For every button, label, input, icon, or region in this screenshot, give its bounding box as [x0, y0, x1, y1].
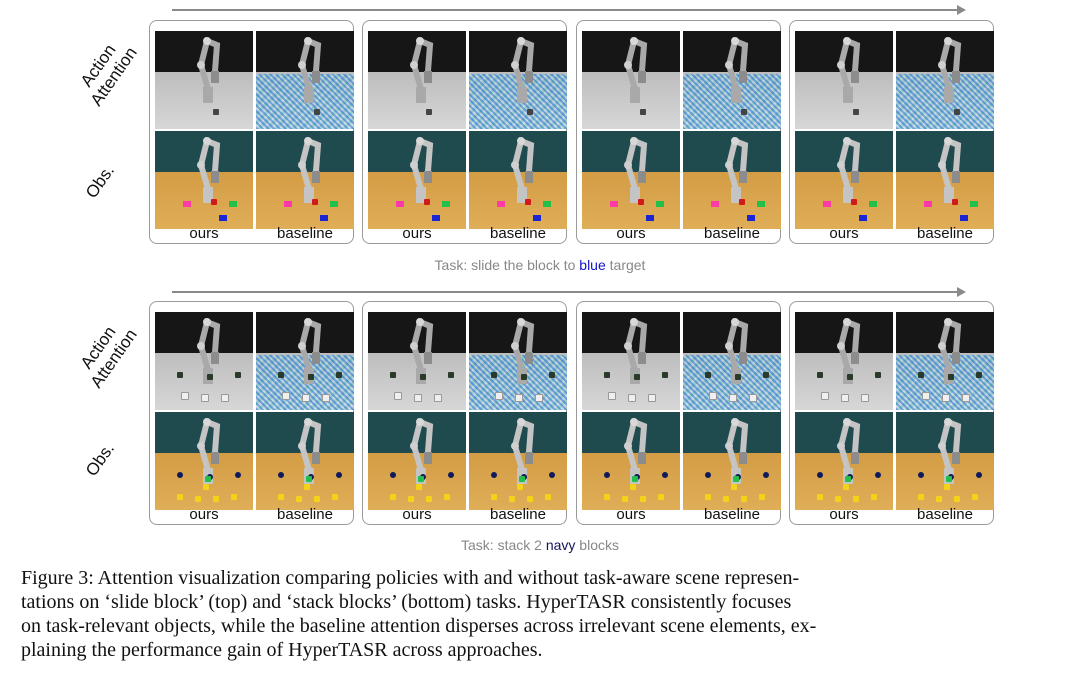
baseline-attention-image	[683, 31, 781, 129]
ours-observation-image	[155, 131, 253, 229]
frame-group: ours baseline	[789, 20, 994, 244]
caption-line: plaining the performance gain of HyperTA…	[21, 639, 543, 661]
baseline-caption: baseline	[704, 225, 760, 242]
baseline-observation-image	[469, 412, 567, 510]
ours-observation-image	[368, 412, 466, 510]
ours-attention-image	[582, 31, 680, 129]
baseline-caption: baseline	[277, 506, 333, 523]
ours-observation-image	[795, 131, 893, 229]
ours-caption: ours	[189, 506, 219, 523]
task-label-top: Task: slide the block to blue target	[434, 257, 646, 273]
ours-attention-image	[795, 31, 893, 129]
ours-caption: ours	[616, 506, 646, 523]
time-arrow-top	[172, 5, 966, 15]
baseline-caption: baseline	[490, 506, 546, 523]
baseline-attention-image	[896, 31, 994, 129]
baseline-observation-image	[683, 412, 781, 510]
baseline-attention-image	[256, 31, 354, 129]
baseline-attention-image	[469, 312, 567, 410]
baseline-observation-image	[896, 131, 994, 229]
ours-caption: ours	[616, 225, 646, 242]
row-label-action-attention-bottom: Action Attention	[76, 322, 141, 392]
figure-caption: Figure 3: Attention visualization compar…	[21, 566, 1061, 662]
ours-caption: ours	[829, 225, 859, 242]
ours-caption: ours	[402, 506, 432, 523]
ours-observation-image	[795, 412, 893, 510]
ours-attention-image	[795, 312, 893, 410]
baseline-observation-image	[256, 131, 354, 229]
ours-observation-image	[368, 131, 466, 229]
row-label-obs-top: Obs.	[81, 161, 119, 202]
ours-caption: ours	[829, 506, 859, 523]
ours-attention-image	[155, 312, 253, 410]
caption-line: tations on ‘slide block’ (top) and ‘stac…	[21, 591, 792, 613]
frame-group: ours baseline	[576, 20, 781, 244]
baseline-caption: baseline	[490, 225, 546, 242]
baseline-caption: baseline	[917, 225, 973, 242]
ours-attention-image	[582, 312, 680, 410]
baseline-observation-image	[256, 412, 354, 510]
frame-group: ours baseline	[149, 20, 354, 244]
frame-group: ours baseline	[362, 20, 567, 244]
baseline-attention-image	[683, 312, 781, 410]
baseline-caption: baseline	[277, 225, 333, 242]
ours-attention-image	[368, 31, 466, 129]
caption-line: on task-relevant objects, while the base…	[21, 615, 817, 637]
frame-group: ours baseline	[789, 301, 994, 525]
time-arrow-bottom	[172, 287, 966, 297]
ours-caption: ours	[402, 225, 432, 242]
ours-observation-image	[582, 131, 680, 229]
baseline-caption: baseline	[917, 506, 973, 523]
ours-attention-image	[155, 31, 253, 129]
baseline-attention-image	[256, 312, 354, 410]
caption-line: Figure 3: Attention visualization compar…	[21, 567, 800, 589]
baseline-observation-image	[896, 412, 994, 510]
baseline-observation-image	[683, 131, 781, 229]
frame-group: ours baseline	[576, 301, 781, 525]
ours-observation-image	[582, 412, 680, 510]
row-label-action-attention-top: Action Attention	[76, 40, 141, 110]
row-label-obs-bottom: Obs.	[81, 439, 119, 480]
baseline-caption: baseline	[704, 506, 760, 523]
task-label-bottom: Task: stack 2 navy blocks	[461, 537, 619, 553]
baseline-attention-image	[469, 31, 567, 129]
ours-observation-image	[155, 412, 253, 510]
frame-group: ours baseline	[149, 301, 354, 525]
baseline-attention-image	[896, 312, 994, 410]
baseline-observation-image	[469, 131, 567, 229]
frame-group: ours baseline	[362, 301, 567, 525]
ours-attention-image	[368, 312, 466, 410]
ours-caption: ours	[189, 225, 219, 242]
